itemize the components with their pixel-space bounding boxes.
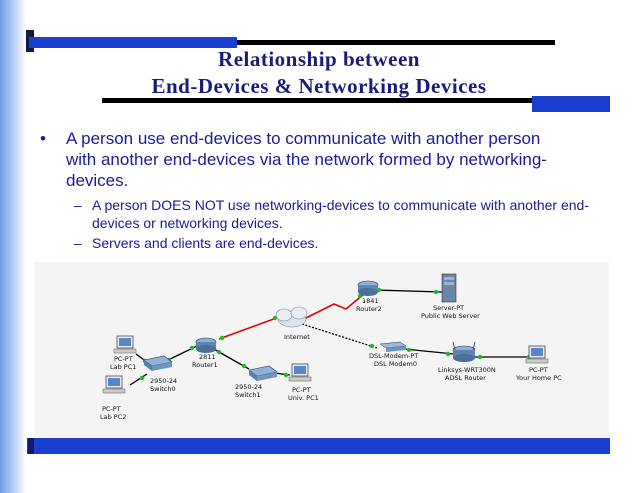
adsl-router: Linksys-WRT300N ADSL Router — [438, 341, 496, 382]
router2-label-name: Router2 — [356, 305, 382, 313]
router1-label-type: 2811 — [199, 353, 216, 361]
lab-pc1-label-name: Lab PC1 — [110, 363, 136, 371]
public-web-server: Server-PT Public Web Server — [421, 273, 480, 320]
sub-bullet-marker-2: – — [74, 235, 82, 251]
lab-pc2-label-name: Lab PC2 — [100, 413, 126, 421]
network-topology-diagram: PC-PT Lab PC1 PC-PT Lab PC2 2950-24 Swit… — [34, 262, 609, 437]
sub-bullet-1: A person DOES NOT use networking-devices… — [92, 197, 589, 231]
lab-pc2-label-type: PC-PT — [102, 405, 121, 413]
router2: 1841 Router2 — [356, 280, 382, 313]
slide-title-line2: End-Devices & Networking Devices — [151, 74, 487, 98]
internet-label: Internet — [284, 333, 310, 341]
switch0-label-name: Switch0 — [150, 385, 176, 393]
router2-label-type: 1841 — [362, 297, 379, 305]
bottom-blue-bar — [27, 438, 610, 454]
router1-label-name: Router1 — [192, 361, 218, 369]
links — [129, 289, 534, 386]
title-underline-rule — [102, 98, 532, 103]
home-pc-label-name: Your Home PC — [515, 374, 562, 382]
univ-pc1: PC-PT Univ. PC1 — [288, 363, 319, 402]
sub-bullet-marker-1: – — [74, 197, 82, 213]
top-black-rule — [237, 40, 555, 45]
lab-pc1: PC-PT Lab PC1 — [110, 335, 136, 371]
dsl-modem-label-type: DSL-Modem-PT — [369, 352, 418, 360]
server-label-name: Public Web Server — [421, 312, 480, 320]
lab-pc2: PC-PT Lab PC2 — [100, 375, 126, 421]
internet-cloud: Internet — [275, 306, 310, 341]
title-right-blue-bar — [532, 96, 610, 112]
univ-pc1-label-type: PC-PT — [292, 386, 311, 394]
switch0-label-type: 2950-24 — [150, 377, 177, 385]
top-blue-bar — [29, 37, 237, 48]
bottom-left-accent — [28, 438, 34, 454]
left-gradient-strip — [0, 0, 26, 493]
bullet-marker: • — [40, 129, 46, 148]
adsl-router-label-name: ADSL Router — [445, 374, 486, 382]
server-label-type: Server-PT — [433, 304, 464, 312]
lab-pc1-label-type: PC-PT — [114, 355, 133, 363]
switch1-label-type: 2950-24 — [235, 383, 262, 391]
slide-title-line1: Relationship between — [218, 47, 420, 71]
sub-bullet-2: Servers and clients are end-devices. — [92, 235, 319, 251]
switch1-label-name: Switch1 — [235, 391, 261, 399]
adsl-router-label-type: Linksys-WRT300N — [438, 366, 496, 374]
dsl-modem-label-name: DSL Modem0 — [374, 360, 417, 368]
bullet-main: A person use end-devices to communicate … — [66, 129, 547, 190]
router1: 2811 Router1 — [192, 337, 218, 369]
home-pc: PC-PT Your Home PC — [515, 345, 562, 382]
univ-pc1-label-name: Univ. PC1 — [288, 394, 319, 402]
switch0: 2950-24 Switch0 — [143, 355, 177, 393]
home-pc-label-type: PC-PT — [529, 366, 548, 374]
switch1: 2950-24 Switch1 — [235, 365, 278, 399]
dsl-modem: DSL-Modem-PT DSL Modem0 — [369, 341, 418, 368]
